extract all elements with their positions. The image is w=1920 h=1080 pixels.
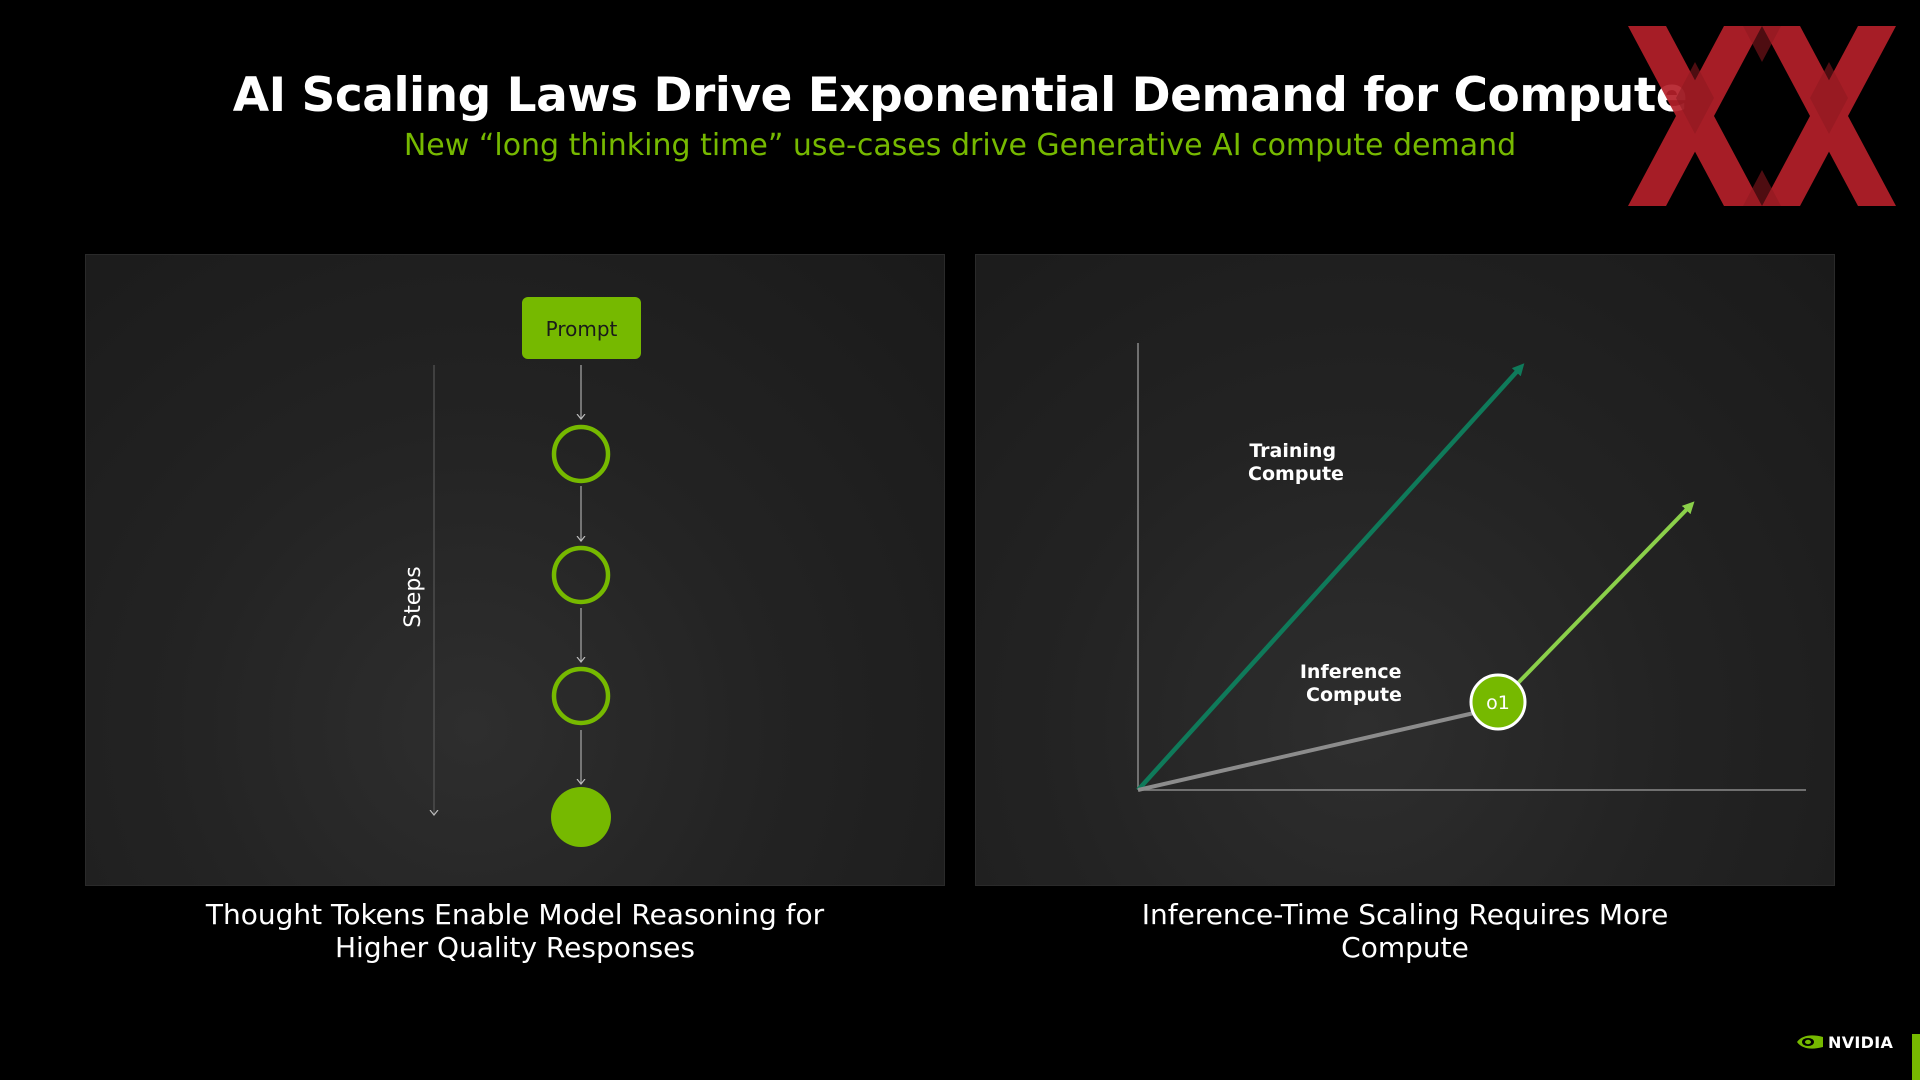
thought-tokens-panel: Steps Prompt [85, 254, 945, 886]
caption-line: Inference-Time Scaling Requires More [1141, 898, 1669, 931]
inference-scaling-diagram: o1 Training Compute Inference Compute [1136, 343, 1806, 792]
training-compute-line [1136, 363, 1525, 792]
thought-step-node [551, 424, 611, 484]
thought-tokens-diagram: Steps Prompt [401, 297, 641, 847]
thought-step-node [551, 666, 611, 726]
inference-compute-label: Inference Compute [1300, 661, 1408, 706]
inference-compute-line [1137, 711, 1475, 792]
inference-scaling-line [1516, 501, 1695, 685]
page-title: AI Scaling Laws Drive Exponential Demand… [232, 68, 1688, 123]
caption-line: Thought Tokens Enable Model Reasoning fo… [205, 898, 825, 931]
o1-badge-label: o1 [1486, 692, 1510, 714]
caption-line: Higher Quality Responses [334, 931, 695, 964]
left-panel-caption: Thought Tokens Enable Model Reasoning fo… [85, 898, 945, 964]
xx-logo-icon [1628, 26, 1896, 206]
nvidia-wordmark: NVIDIA [1828, 1032, 1894, 1052]
training-compute-label: Training Compute [1248, 440, 1344, 485]
inference-scaling-panel: o1 Training Compute Inference Compute [975, 254, 1835, 886]
right-panel-caption: Inference-Time Scaling Requires More Com… [975, 898, 1835, 964]
corner-accent-bar [1912, 1034, 1920, 1080]
caption-line: Compute [1341, 931, 1469, 964]
prompt-box [522, 297, 641, 359]
final-answer-node [551, 787, 611, 847]
o1-model-badge [1469, 673, 1527, 731]
nvidia-logo: NVIDIA [1796, 1030, 1893, 1054]
prompt-label: Prompt [546, 317, 618, 341]
steps-axis-label: Steps [401, 566, 426, 628]
page-subtitle: New “long thinking time” use-cases drive… [403, 128, 1517, 163]
thought-step-node [551, 545, 611, 605]
nvidia-eye-icon [1797, 1035, 1823, 1049]
